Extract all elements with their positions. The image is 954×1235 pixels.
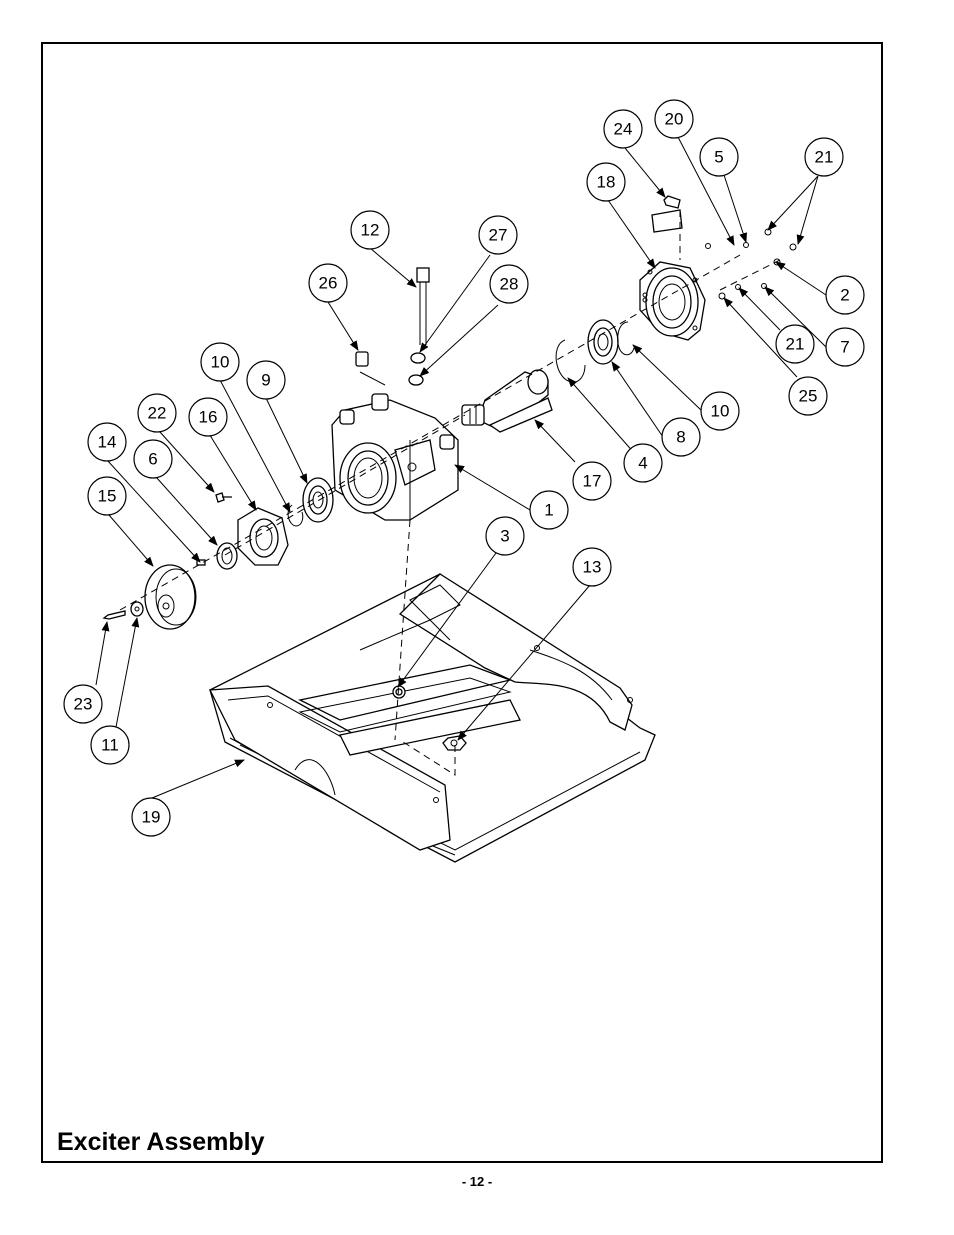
svg-text:7: 7 (840, 338, 849, 357)
svg-text:10: 10 (711, 402, 730, 421)
page-number: - 12 - (461, 1174, 493, 1189)
callout-10-right: 10 (700, 391, 740, 431)
washer-27 (410, 352, 426, 364)
svg-text:22: 22 (148, 404, 167, 423)
svg-text:6: 6 (148, 450, 157, 469)
callout-25: 25 (788, 376, 828, 416)
eccentric-shaft (461, 369, 553, 433)
svg-text:2: 2 (840, 286, 849, 305)
bolt-12 (416, 267, 430, 345)
svg-text:20: 20 (665, 110, 684, 129)
callout-21-top: 21 (804, 137, 844, 177)
callout-18: 18 (586, 162, 626, 202)
svg-text:25: 25 (799, 387, 818, 406)
svg-text:11: 11 (101, 736, 119, 755)
svg-text:23: 23 (74, 695, 93, 714)
svg-text:9: 9 (261, 371, 270, 390)
page-border (41, 42, 883, 1163)
svg-text:15: 15 (98, 487, 117, 506)
base-plate (208, 573, 656, 863)
page-title: Exciter Assembly (57, 1128, 265, 1156)
washer-28 (408, 374, 424, 386)
nut-26 (355, 351, 369, 367)
svg-text:27: 27 (489, 226, 508, 245)
svg-text:14: 14 (98, 433, 117, 452)
bearing-left (302, 477, 334, 523)
callout-17: 17 (572, 461, 612, 501)
svg-text:17: 17 (583, 472, 602, 491)
callout-2: 2 (825, 275, 865, 315)
svg-text:12: 12 (361, 221, 380, 240)
callout-21-bottom: 21 (775, 324, 815, 364)
exciter-housing (331, 393, 459, 521)
callout-9: 9 (246, 360, 286, 400)
callout-1: 1 (529, 490, 569, 530)
callout-20: 20 (654, 99, 694, 139)
leader-lines (95, 136, 827, 799)
callout-8: 8 (661, 417, 701, 457)
callout-19: 19 (131, 797, 171, 837)
callout-22: 22 (137, 393, 177, 433)
retaining-ring-left (287, 504, 304, 527)
svg-text:21: 21 (786, 335, 805, 354)
bearing-right (587, 319, 619, 365)
assembly-axes (119, 210, 781, 776)
callout-28: 28 (489, 264, 529, 304)
callout-11: 11 (90, 725, 130, 765)
svg-text:1: 1 (544, 501, 553, 520)
svg-text:3: 3 (500, 527, 509, 546)
callout-15: 15 (87, 476, 127, 516)
svg-text:21: 21 (815, 148, 834, 167)
flange-left (237, 507, 289, 566)
bolt-22 (215, 492, 232, 503)
seal-6 (216, 542, 238, 570)
svg-text:10: 10 (211, 353, 230, 372)
svg-text:26: 26 (319, 274, 338, 293)
svg-text:19: 19 (142, 808, 161, 827)
callout-12: 12 (350, 210, 390, 250)
callout-13: 13 (572, 547, 612, 587)
callout-26: 26 (308, 263, 348, 303)
small-hardware-right (642, 195, 797, 300)
svg-text:4: 4 (638, 454, 647, 473)
callout-6: 6 (133, 439, 173, 479)
svg-text:13: 13 (583, 558, 602, 577)
svg-text:5: 5 (714, 148, 723, 167)
retaining-ring-right (617, 321, 635, 356)
callout-7: 7 (825, 327, 865, 367)
washer-11 (130, 601, 144, 617)
callout-14: 14 (87, 422, 127, 462)
callout-10-left: 10 (200, 342, 240, 382)
callout-16: 16 (188, 397, 228, 437)
svg-text:28: 28 (500, 275, 519, 294)
callout-23: 23 (63, 684, 103, 724)
callout-27: 27 (478, 215, 518, 255)
callout-5: 5 (699, 137, 739, 177)
callout-4: 4 (623, 443, 663, 483)
svg-text:18: 18 (597, 173, 616, 192)
pulley-15 (144, 564, 197, 630)
svg-text:8: 8 (676, 428, 685, 447)
callout-24: 24 (603, 109, 643, 149)
bearing-housing-plate (639, 261, 706, 341)
svg-text:16: 16 (199, 408, 218, 427)
bolt-23 (102, 610, 126, 620)
svg-text:24: 24 (614, 120, 633, 139)
callout-3: 3 (485, 516, 525, 556)
